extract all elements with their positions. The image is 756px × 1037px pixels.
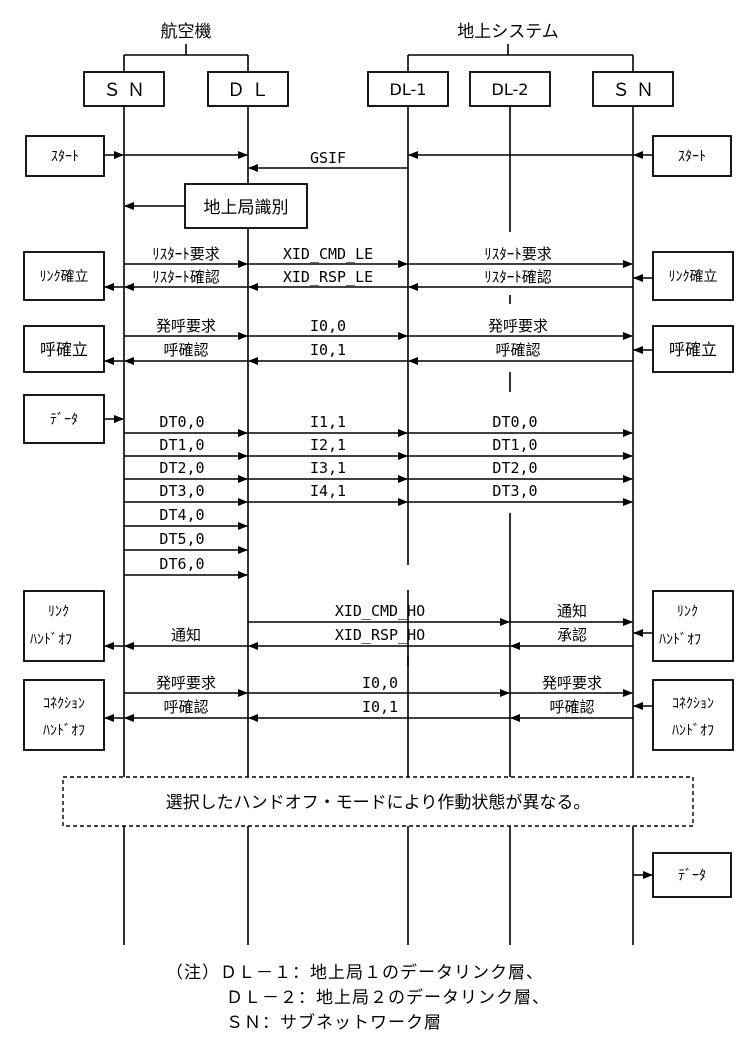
side-label-start-right: ｽﾀｰﾄ [678,149,706,165]
entity-dl-aircraft-label: ＤＬ [227,80,275,101]
side-label-handoff-right-2: ﾊﾝﾄﾞｵﾌ [659,632,701,648]
msg-i01: I0,1 [310,341,346,359]
side-label-call-right: 呼確立 [669,340,717,359]
side-box-call-right [652,325,734,373]
side-label-link-left: ﾘﾝｸ確立 [40,269,89,285]
msg-call-req-l: 発呼要求 [156,317,216,335]
msg-dt3-r: DT3,0 [492,482,537,500]
entity-dl1-label: DL-1 [390,80,427,99]
msg-xid-cmd-ho: XID_CMD_HO [335,602,425,620]
msg-ack-r: 承認 [557,626,587,644]
side-box-data-right [652,852,732,898]
msg-call-cfm-l: 呼確認 [163,341,208,359]
msg-call-cfm2-r: 呼確認 [549,698,594,716]
side-box-conn-right [652,679,734,751]
handoff-mode-note-box [62,776,694,827]
entity-sn-aircraft-label: ＳＮ [103,80,151,101]
msg-i00: I0,0 [310,317,346,335]
side-label-link-right: ﾘﾝｸ確立 [669,269,718,285]
msg-call-req2-l: 発呼要求 [156,674,216,692]
msg-dt6-l: DT6,0 [159,555,204,573]
side-label-data-left: ﾃﾞｰﾀ [50,412,78,428]
side-box-link-left [23,251,105,301]
entity-sn-ground-label: ＳＮ [612,80,660,101]
msg-restart-req-r: ﾘｽﾀｰﾄ要求 [484,245,552,263]
msg-call-req2-r: 発呼要求 [542,674,602,692]
group-aircraft-bracket [123,44,249,72]
msg-dt0-r: DT0,0 [492,413,537,431]
ground-id-box [184,183,308,229]
entity-dl1-box [367,71,449,107]
msg-xid-rsp-le: XID_RSP_LE [283,268,373,286]
msg-dt2-l: DT2,0 [159,459,204,477]
side-box-start-right [652,135,732,177]
msg-call-cfm-r: 呼確認 [495,341,540,359]
handoff-mode-note: 選択したハンドオフ・モードにより作動状態が異なる。 [166,793,591,813]
side-label-start-left: ｽﾀｰﾄ [51,149,79,165]
msg-gsif: GSIF [310,149,346,167]
ground-id-label: 地上局識別 [204,198,289,218]
msg-dt1-l: DT1,0 [159,436,204,454]
msg-dt5-l: DT5,0 [159,530,204,548]
entity-sn-aircraft-box [83,71,165,107]
group-ground-bracket [407,44,634,72]
side-box-handoff-left [23,590,105,662]
msg-xid-cmd-le: XID_CMD_LE [283,245,373,263]
msg-dt2-r: DT2,0 [492,459,537,477]
side-label-conn-left-2: ﾊﾝﾄﾞｵﾌ [43,723,85,739]
footnote-line-3: ＳＮ：サブネットワーク層 [226,1012,442,1033]
side-label-handoff-left-2: ﾊﾝﾄﾞｵﾌ [30,632,72,648]
msg-i11: I1,1 [310,413,346,431]
msg-restart-req-l: ﾘｽﾀｰﾄ要求 [152,245,220,263]
side-label-handoff-left-1: ﾘﾝｸ [48,604,69,620]
msg-call-req-r: 発呼要求 [488,317,548,335]
msg-i21: I2,1 [310,436,346,454]
msg-dt3-l: DT3,0 [159,482,204,500]
msg-i41: I4,1 [310,482,346,500]
side-label-conn-right-1: ｺﾈｸｼｮﾝ [672,696,714,712]
msg-notify-r: 通知 [557,602,587,620]
side-box-start-left [25,135,105,177]
msg-i01b: I0,1 [362,698,398,716]
msg-restart-cfm-l: ﾘｽﾀｰﾄ確認 [152,268,220,286]
side-label-handoff-right-1: ﾘﾝｸ [677,604,698,620]
side-label-conn-left-1: ｺﾈｸｼｮﾝ [43,696,85,712]
side-label-data-right: ﾃﾞｰﾀ [678,868,706,884]
side-label-call-left: 呼確立 [40,340,88,359]
msg-notify-l: 通知 [171,626,201,644]
msg-call-cfm2-l: 呼確認 [163,698,208,716]
side-label-conn-right-2: ﾊﾝﾄﾞｵﾌ [672,723,714,739]
msg-dt4-l: DT4,0 [159,506,204,524]
footnote-line-2: ＤＬ－２：地上局２のデータリンク層、 [226,987,550,1008]
msg-i31: I3,1 [310,459,346,477]
entity-dl2-label: DL-2 [492,80,529,99]
side-box-conn-left [23,679,105,751]
side-box-handoff-right [652,590,734,662]
msg-i00b: I0,0 [362,674,398,692]
group-aircraft-label: 航空機 [161,22,212,42]
msg-restart-cfm-r: ﾘｽﾀｰﾄ確認 [484,268,552,286]
group-ground-label: 地上システム [457,22,559,42]
side-box-call-left [23,325,105,373]
msg-dt0-l: DT0,0 [159,413,204,431]
side-box-link-right [652,251,734,301]
msg-dt1-r: DT1,0 [492,436,537,454]
entity-dl2-box [469,71,551,107]
footnote-line-1: （注）ＤＬ－１：地上局１のデータリンク層、 [166,962,544,983]
msg-xid-rsp-ho: XID_RSP_HO [335,626,425,644]
